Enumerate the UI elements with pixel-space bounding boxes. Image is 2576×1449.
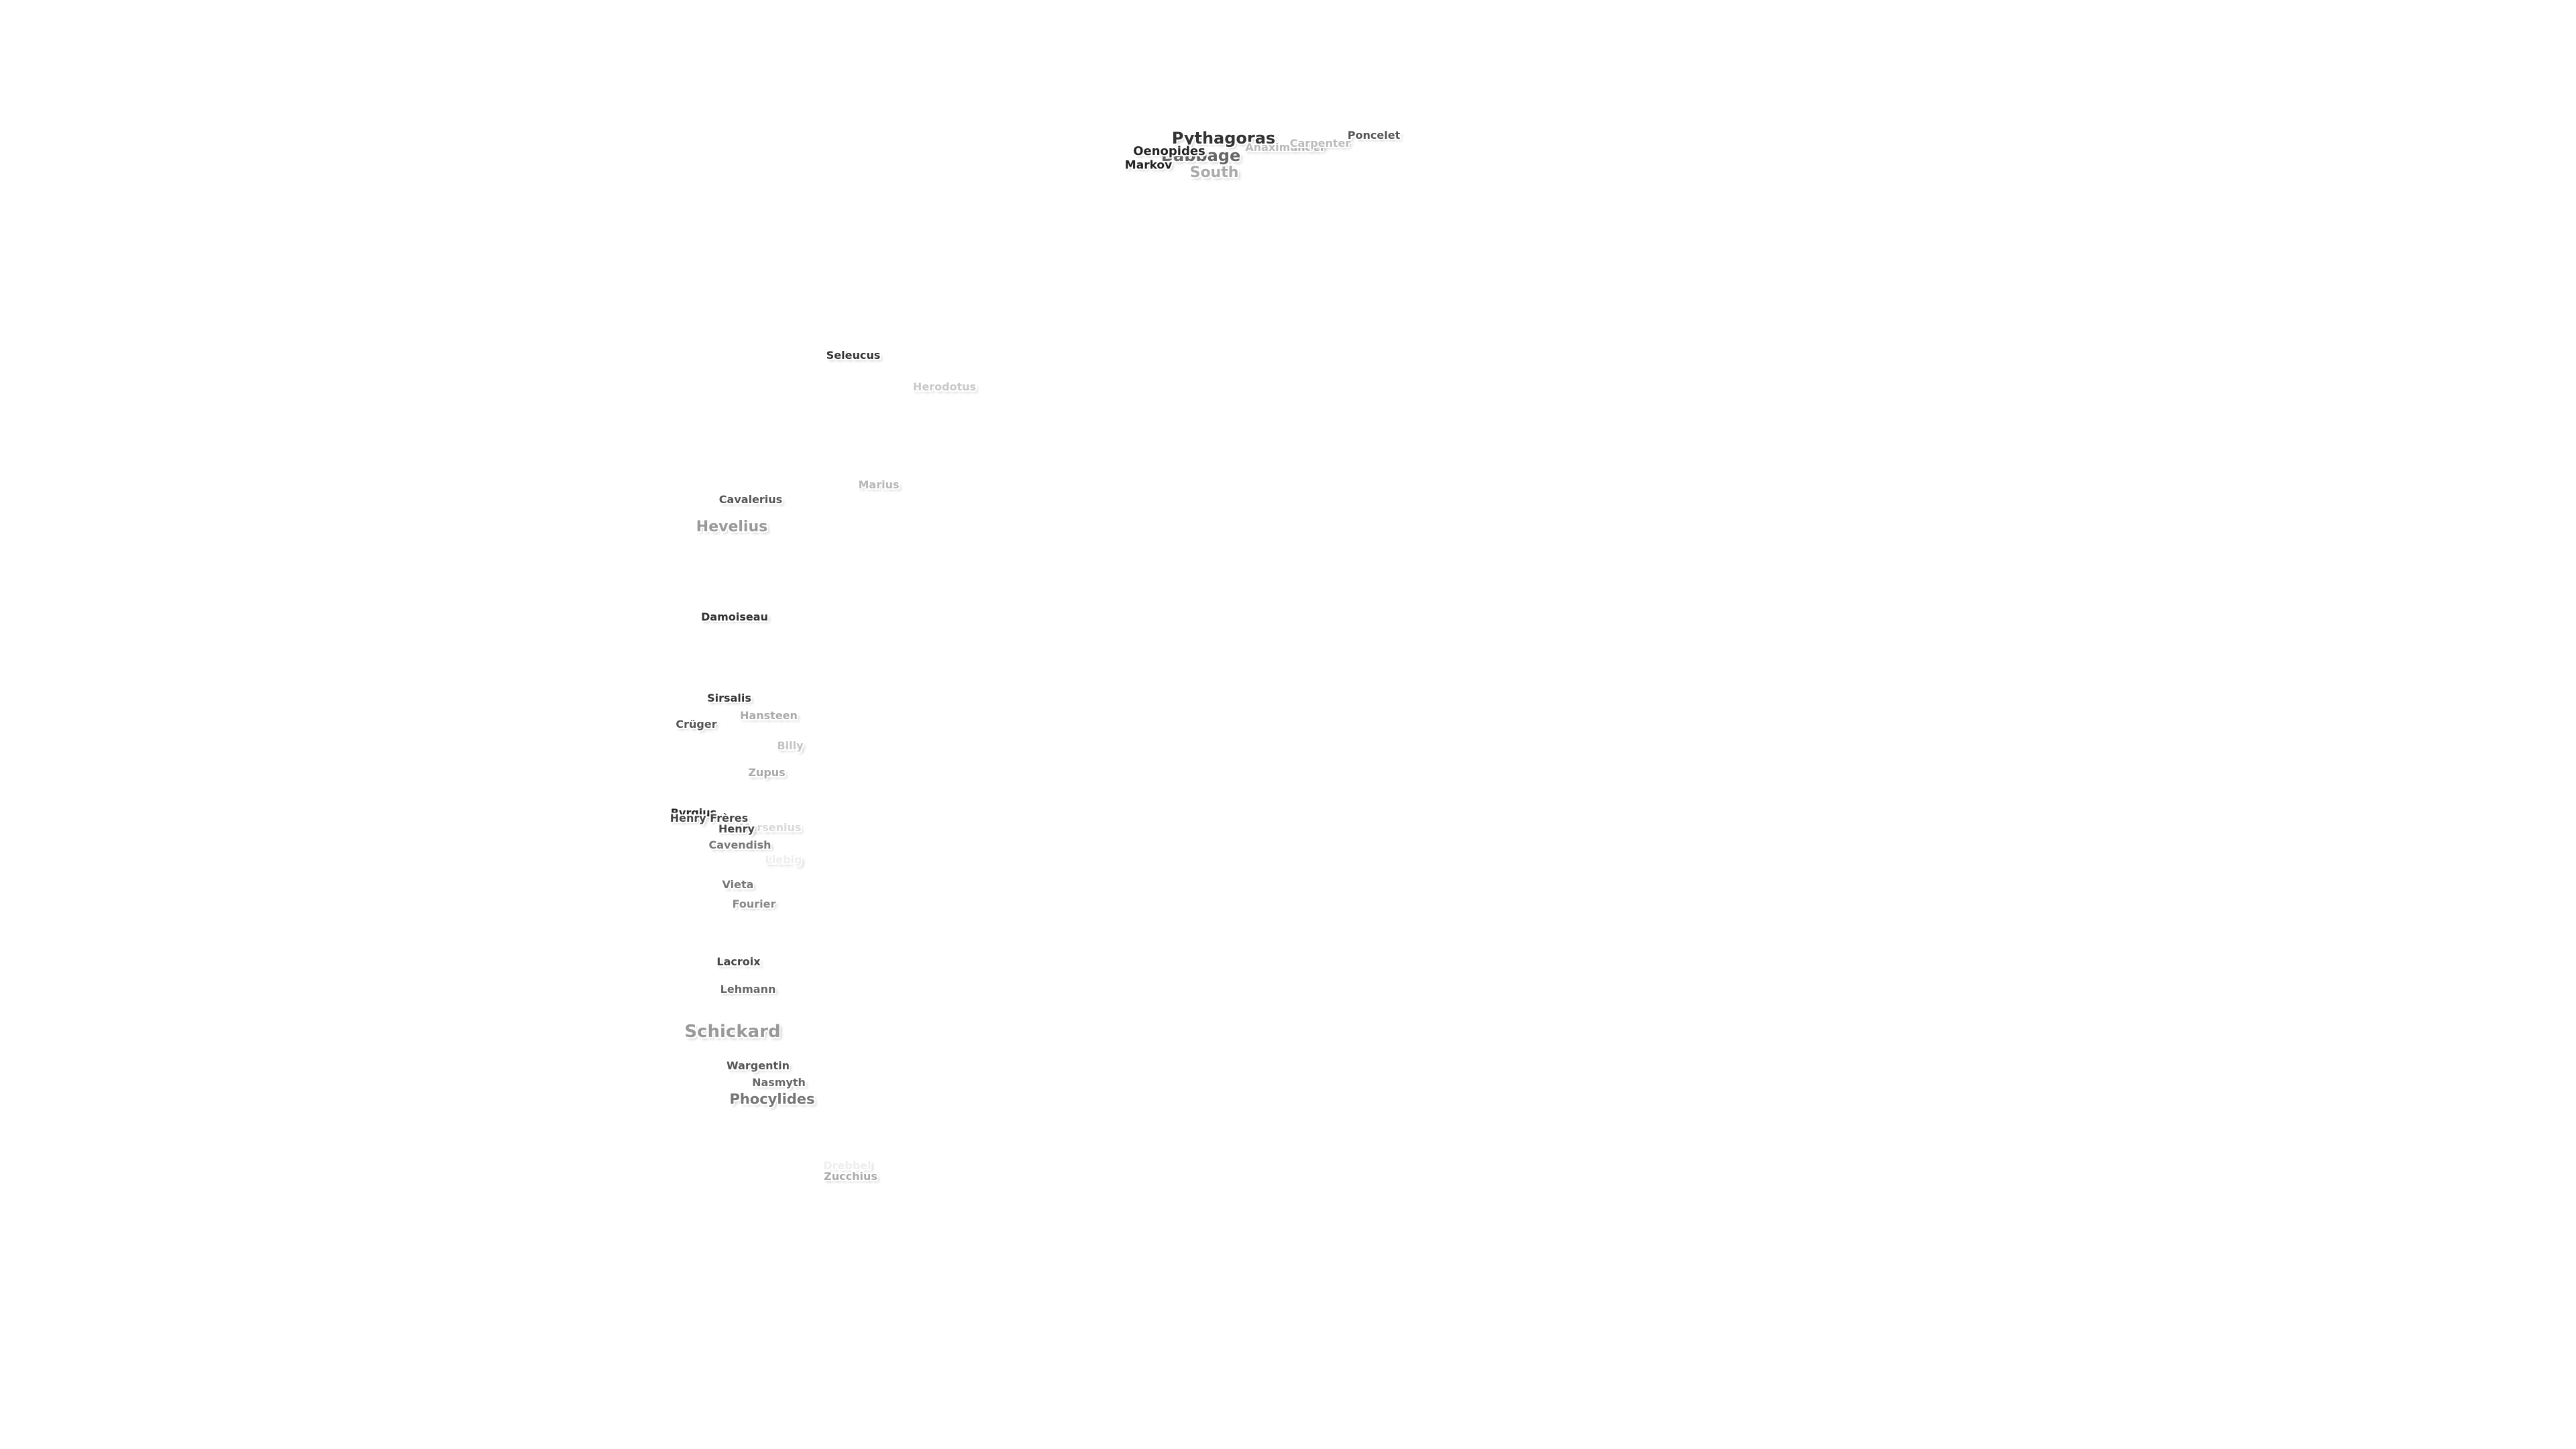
crater-label-seleucus[interactable]: Seleucus bbox=[826, 349, 881, 362]
crater-label-mersenius[interactable]: Mersenius bbox=[739, 821, 802, 834]
crater-label-liebig[interactable]: Liebig bbox=[765, 853, 802, 866]
crater-label-markov[interactable]: Markov bbox=[1124, 158, 1173, 172]
crater-label-zucchius[interactable]: Zucchius bbox=[824, 1170, 878, 1183]
crater-label-cavalerius[interactable]: Cavalerius bbox=[718, 493, 783, 506]
crater-label-hansteen[interactable]: Hansteen bbox=[740, 709, 798, 722]
crater-label-south[interactable]: South bbox=[1189, 164, 1239, 181]
crater-label-damoiseau[interactable]: Damoiseau bbox=[701, 610, 769, 623]
crater-label-herodotus[interactable]: Herodotus bbox=[912, 380, 977, 393]
crater-label-nasmyth[interactable]: Nasmyth bbox=[752, 1076, 806, 1089]
crater-label-schickard[interactable]: Schickard bbox=[684, 1022, 781, 1042]
crater-label-phocylides[interactable]: Phocylides bbox=[729, 1091, 815, 1108]
crater-label-marius[interactable]: Marius bbox=[858, 478, 900, 491]
crater-label-anaximander[interactable]: Anaximander bbox=[1245, 141, 1326, 154]
crater-label-billy[interactable]: Billy bbox=[777, 739, 804, 752]
crater-label-cruger[interactable]: Crüger bbox=[676, 718, 717, 731]
crater-label-pythagoras[interactable]: Pythagoras bbox=[1171, 129, 1276, 148]
crater-label-zupus[interactable]: Zupus bbox=[748, 766, 786, 779]
crater-label-drebbel[interactable]: Drebbel bbox=[823, 1159, 871, 1172]
crater-label-lehmann[interactable]: Lehmann bbox=[720, 983, 776, 996]
crater-label-vieta[interactable]: Vieta bbox=[722, 878, 754, 891]
crater-label-henry-freres[interactable]: Henry Frères bbox=[669, 812, 749, 824]
crater-label-babbage[interactable]: Babbage bbox=[1161, 146, 1241, 165]
crater-label-oenopides[interactable]: Oenopides bbox=[1133, 144, 1206, 158]
crater-label-sirsalis[interactable]: Sirsalis bbox=[707, 692, 752, 704]
crater-label-hevelius[interactable]: Hevelius bbox=[696, 519, 768, 535]
crater-label-carpenter[interactable]: Carpenter bbox=[1289, 137, 1351, 150]
crater-label-fourier[interactable]: Fourier bbox=[732, 898, 776, 910]
crater-label-poncelet[interactable]: Poncelet bbox=[1347, 129, 1401, 142]
crater-label-lacroix[interactable]: Lacroix bbox=[716, 955, 761, 968]
crater-label-byrgius[interactable]: Byrgius bbox=[670, 806, 717, 819]
crater-label-henry[interactable]: Henry bbox=[718, 822, 755, 835]
crater-label-wargentin[interactable]: Wargentin bbox=[727, 1059, 790, 1072]
crater-label-cavendish[interactable]: Cavendish bbox=[708, 839, 771, 851]
